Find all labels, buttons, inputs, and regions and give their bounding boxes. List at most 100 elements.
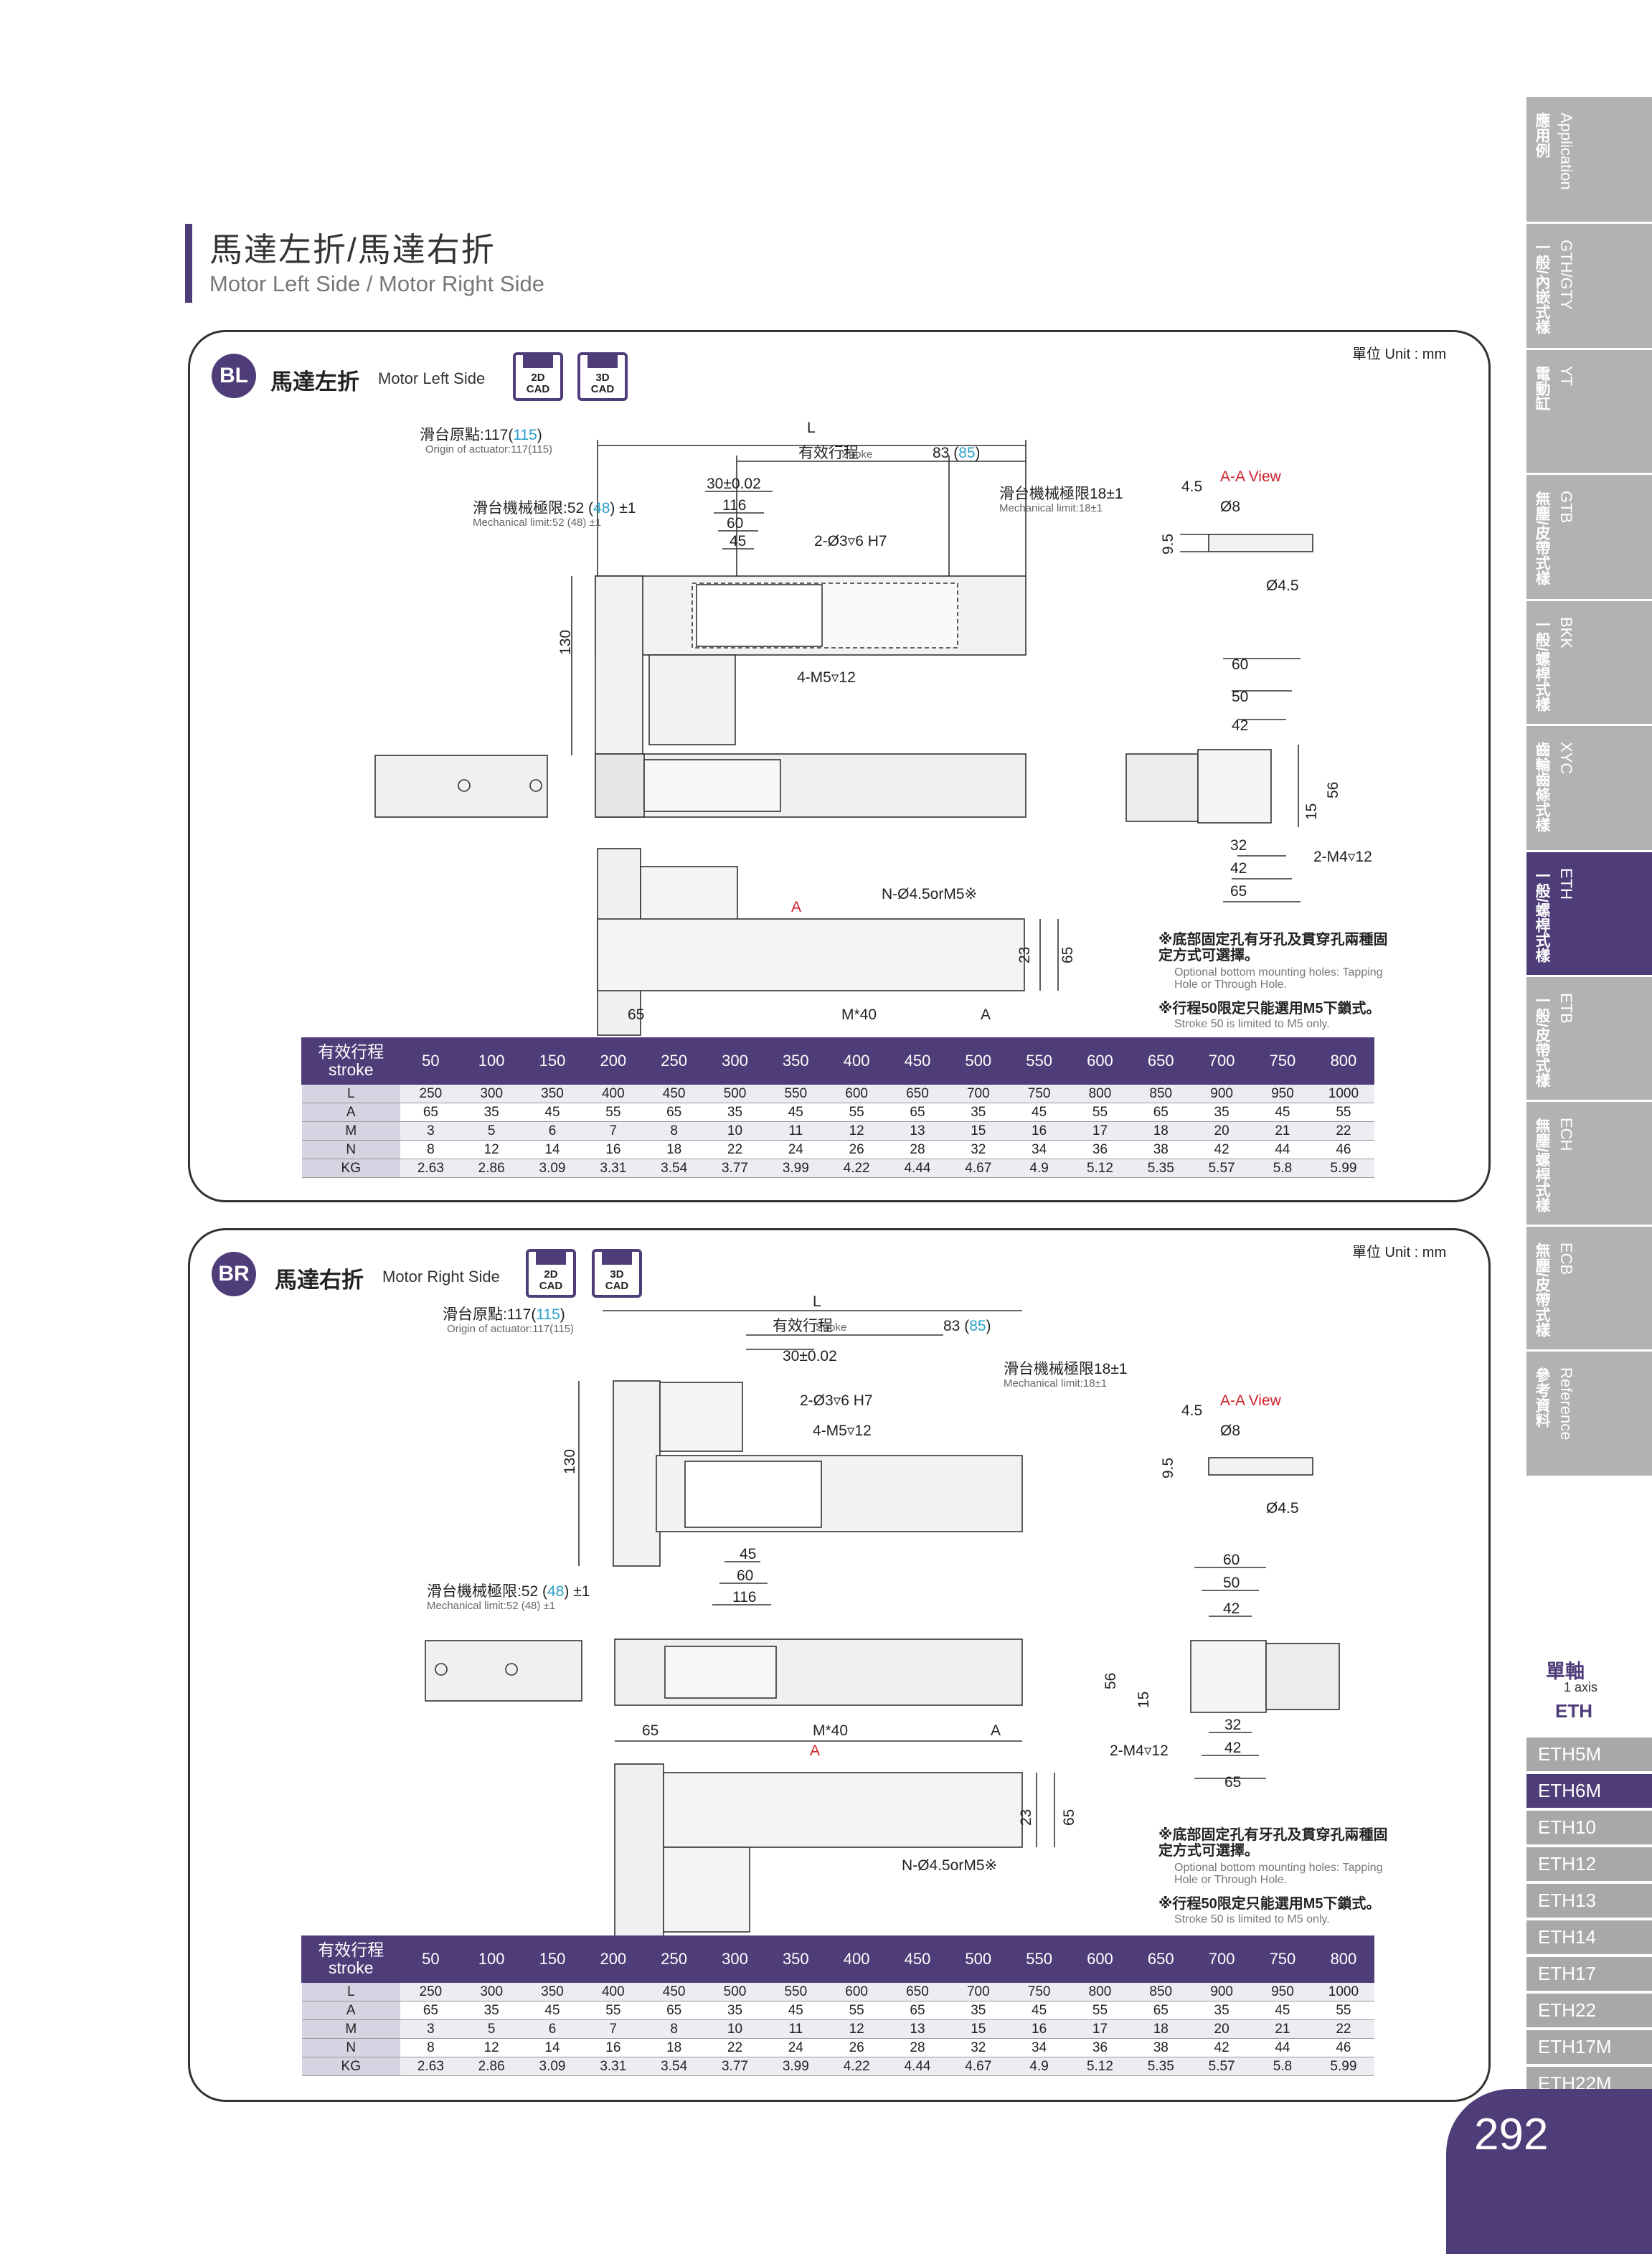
table-cell: 18 [643,2038,705,2057]
table-cell: 16 [1009,1121,1070,1141]
table-cell: 900 [1191,1982,1252,2001]
table-cell: 3.09 [521,1159,583,1178]
table-cell: 18 [1130,2019,1191,2039]
side-tab-zh: 一般/內嵌式樣 [1534,240,1550,334]
table-cell: 65 [1130,1103,1191,1122]
dim-30: 30±0.02 [783,1348,837,1364]
stroke-col-header: 450 [887,1935,948,1983]
model-link[interactable]: ETH17 [1526,1957,1652,1991]
dim-9-5: 9.5 [1160,1458,1176,1479]
cad-2d-button[interactable]: 2D CAD [513,352,563,401]
dim-56: 56 [1325,782,1341,798]
table-cell: 5.99 [1313,1159,1374,1178]
dim-45: 45 [740,1546,756,1562]
dim-a: A [981,1006,991,1023]
table-cell: 5.12 [1070,2057,1131,2076]
table-cell: 3.31 [582,1159,644,1178]
dim-65b: 65 [1230,883,1247,900]
stroke-col-header: 100 [461,1935,523,1983]
cad-3d-button[interactable]: 3D CAD [577,352,628,401]
row-label: A [301,2001,401,2020]
table-cell: 55 [826,1103,887,1122]
stroke-col-header: 400 [826,1037,888,1085]
dim-42b: 42 [1224,1740,1241,1756]
model-link[interactable]: ETH22 [1526,1994,1652,2027]
aa-view-label: A-A View [1220,1392,1282,1409]
table-cell: 850 [1130,1084,1191,1103]
model-link[interactable]: ETH12 [1526,1847,1652,1881]
row-label: L [301,1084,401,1103]
table-cell: 8 [400,2038,461,2057]
side-tab-zh: 一般/皮帶式樣 [1534,993,1550,1088]
side-tab-en: Application [1557,113,1575,190]
model-link[interactable]: ETH5M [1526,1737,1652,1771]
cad-3d-button[interactable]: 3D CAD [592,1249,642,1298]
dim-83: 83 (85) [943,1318,991,1334]
side-tab-en: ECB [1557,1242,1575,1275]
unit-label: 單位 Unit : mm [1352,346,1447,362]
side-tab[interactable]: 應用例 Application [1526,97,1652,224]
table-cell: 650 [887,1084,948,1103]
table-cell: 11 [765,1121,826,1141]
dim-116: 116 [722,497,746,514]
table-cell: 11 [765,2019,826,2039]
table-cell: 44 [1252,2038,1313,2057]
dim-65: 65 [1059,947,1076,963]
dim-h7: 2-Ø3▿6 H7 [800,1392,873,1409]
table-cell: 18 [643,1140,705,1159]
table-cell: 600 [826,1982,887,2001]
page-title: 馬達左折/馬達右折 [209,231,496,268]
model-link[interactable]: ETH13 [1526,1884,1652,1918]
table-cell: 21 [1252,1121,1313,1141]
side-tab-zh: 應用例 [1534,113,1550,158]
model-link[interactable]: ETH10 [1526,1811,1652,1844]
table-cell: 800 [1070,1982,1131,2001]
dim-60b: 60 [1232,656,1248,673]
table-cell: 34 [1009,1140,1070,1159]
table-cell: 8 [643,2019,705,2039]
stroke-col-header: 100 [461,1037,523,1085]
table-cell: 14 [521,2038,583,2057]
table-cell: 46 [1313,2038,1374,2057]
dim-stroke-en: Stroke [816,1321,846,1334]
table-cell: 3.77 [704,2057,765,2076]
table-cell: 55 [1313,2001,1374,2020]
table-cell: 65 [643,1103,705,1122]
side-tab-zh: 無塵/螺桿式樣 [1534,1118,1550,1212]
page-subtitle: Motor Left Side / Motor Right Side [209,271,544,296]
table-cell: 21 [1252,2019,1313,2039]
table-cell: 3.54 [643,1159,705,1178]
model-link[interactable]: ETH6M [1526,1774,1652,1808]
table-cell: 400 [582,1982,644,2001]
dim-a: A [991,1722,1001,1739]
dim-4-5: 4.5 [1181,478,1202,495]
badge-bl: BL [212,354,256,398]
table-cell: 35 [704,1103,765,1122]
dim-m5: 4-M5▿12 [813,1423,872,1439]
row-label: M [301,1121,401,1141]
table-cell: 55 [582,1103,644,1122]
model-link[interactable]: ETH14 [1526,1920,1652,1954]
cad-2d-button[interactable]: 2D CAD [526,1249,576,1298]
table-cell: 45 [1252,1103,1313,1122]
stroke-col-header: 750 [1252,1037,1313,1085]
table-cell: 250 [400,1982,461,2001]
stroke-col-header: 700 [1191,1935,1253,1983]
side-tab-en: XYC [1557,742,1575,775]
model-link[interactable]: ETH17M [1526,2030,1652,2064]
panel-motor-left: BL 馬達左折 Motor Left Side 2D CAD 3D CAD 單位… [188,330,1491,1202]
table-cell: 35 [1191,2001,1252,2020]
stroke-col-header: 200 [582,1037,644,1085]
